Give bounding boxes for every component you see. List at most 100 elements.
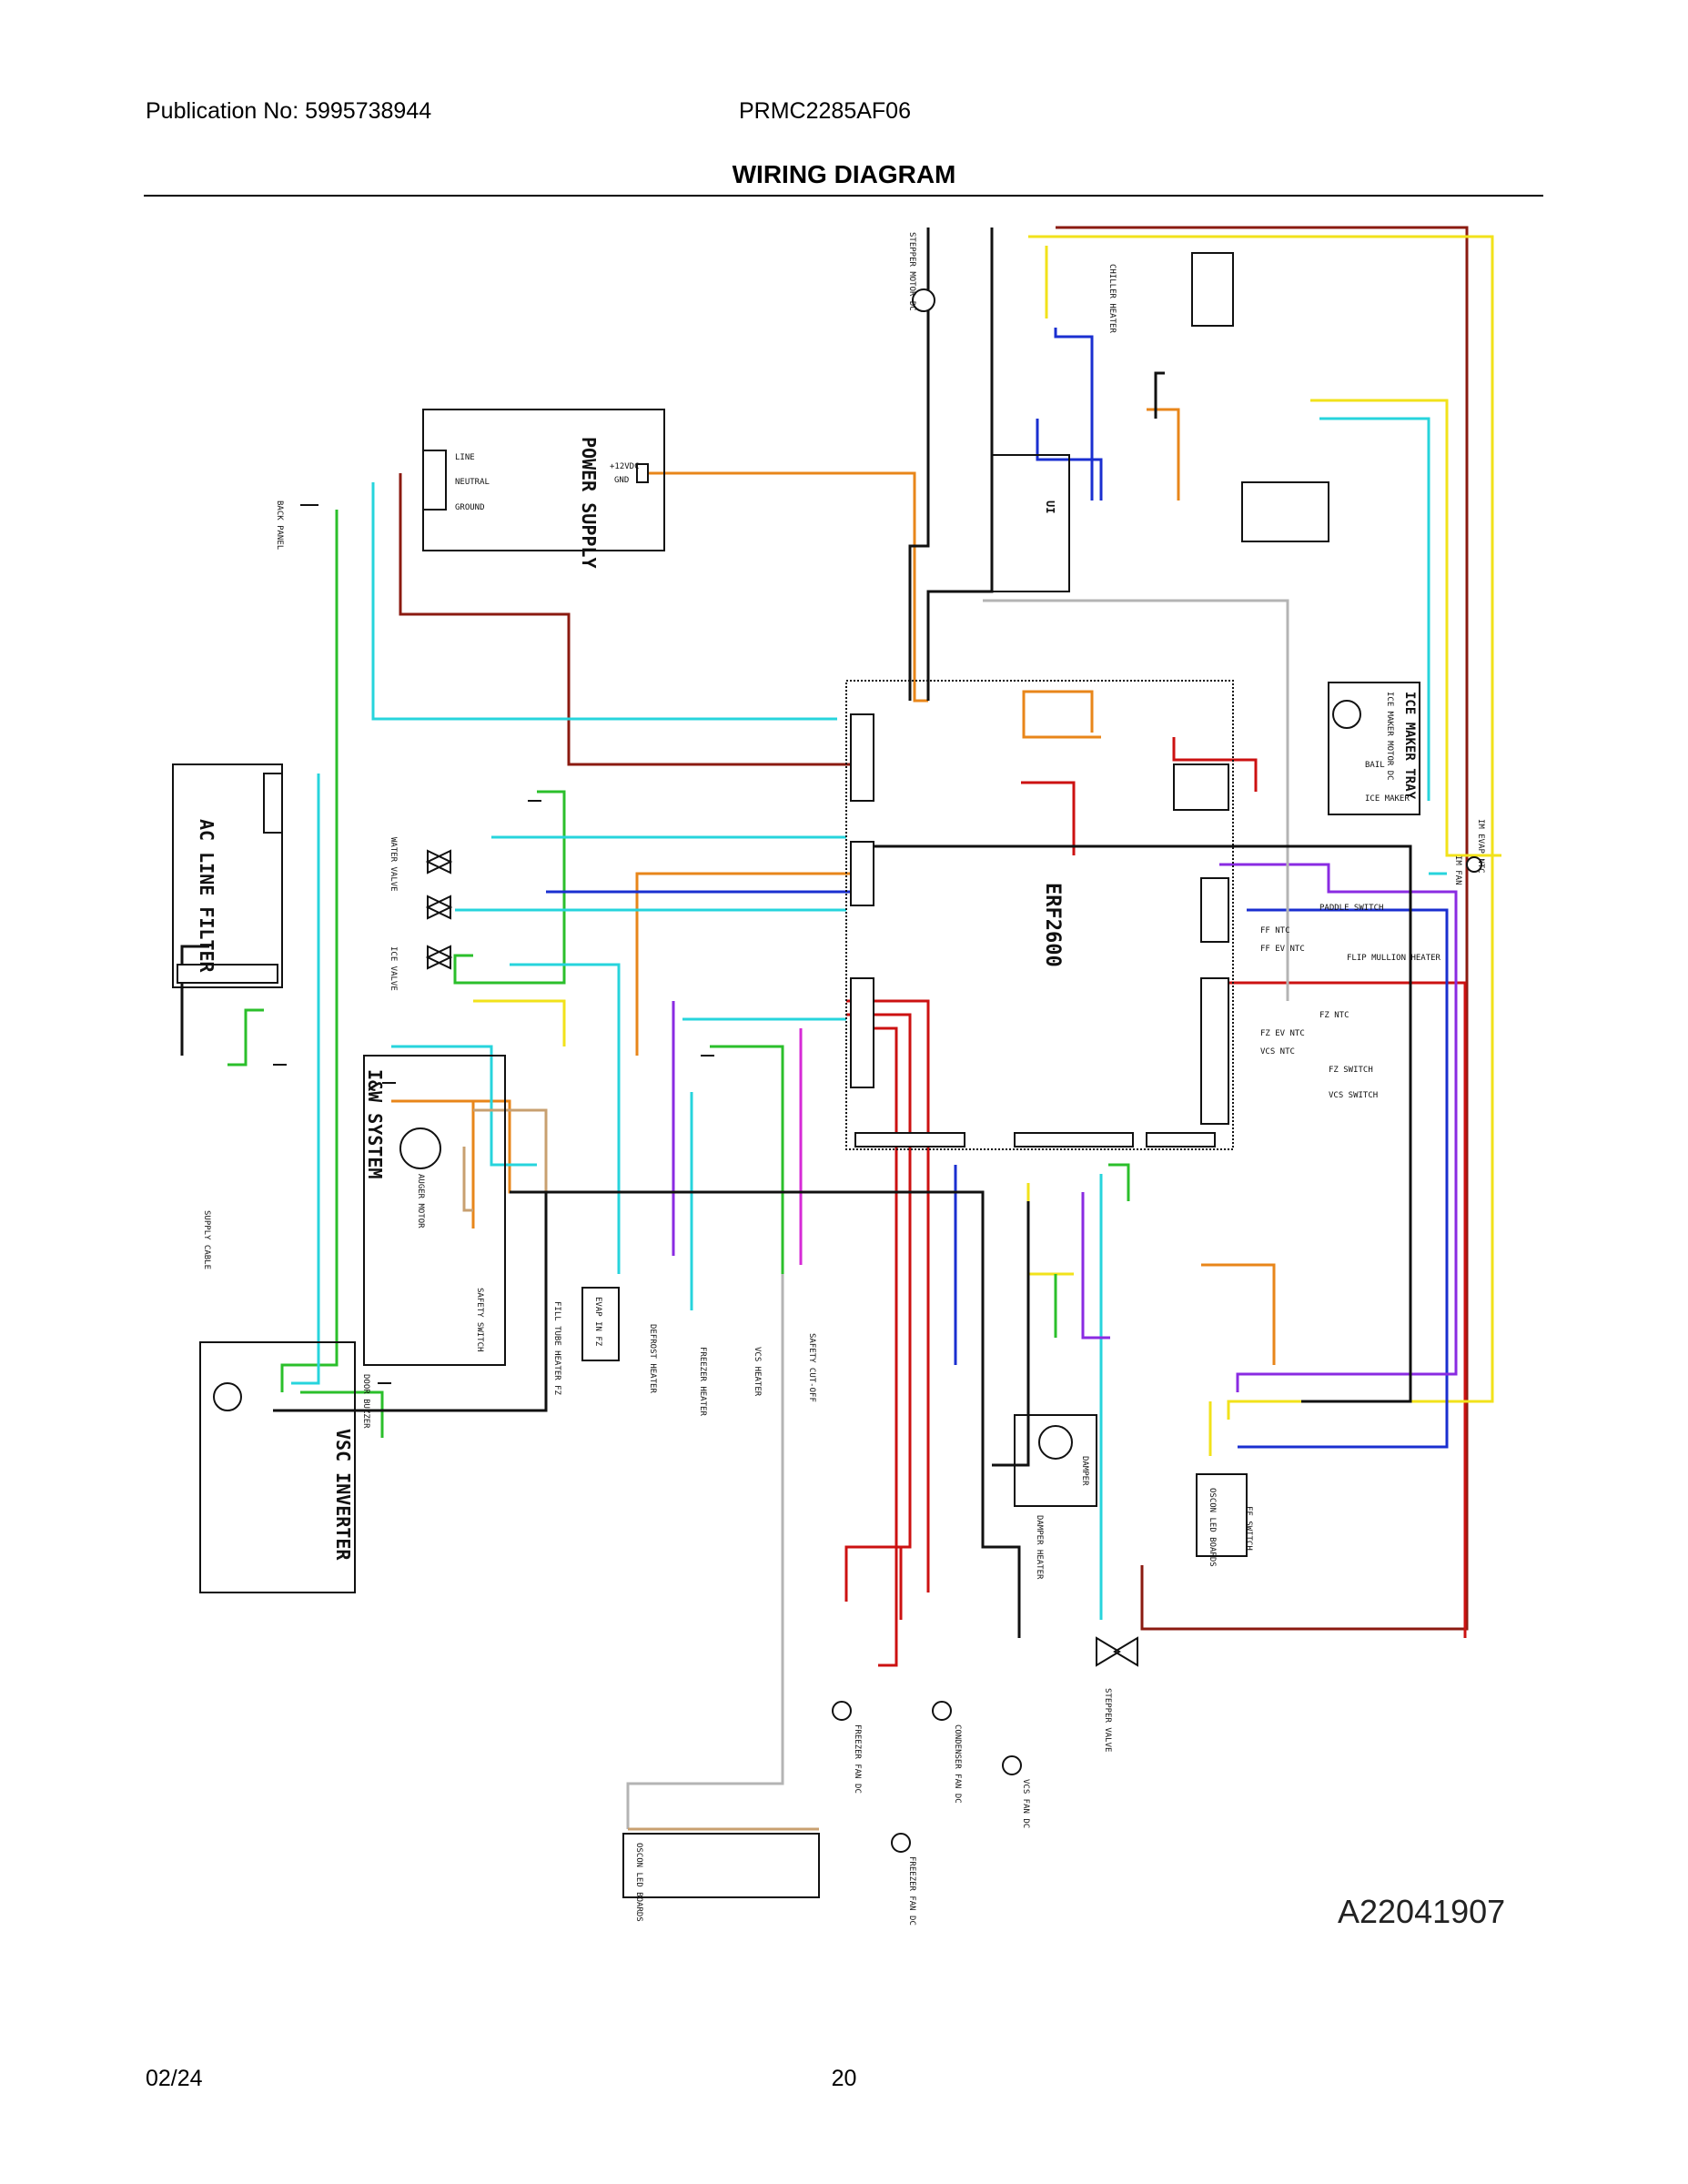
auger-motor-label: AUGER MOTOR bbox=[416, 1174, 425, 1228]
vcs-fan-label: VCS FAN DC bbox=[1021, 1779, 1030, 1828]
fz-ev-ntc-label: FZ EV NTC bbox=[1260, 1029, 1305, 1038]
wire-blue bbox=[546, 890, 957, 1365]
wire-cyan bbox=[455, 835, 846, 912]
iw-system-block bbox=[363, 1055, 506, 1366]
wire-green bbox=[280, 510, 339, 1392]
chiller-heater-label: CHILLER HEATER bbox=[1107, 264, 1117, 333]
filter-j2-connector bbox=[177, 964, 278, 984]
wire-red bbox=[1172, 737, 1467, 1638]
damper-heater-label: DAMPER HEATER bbox=[1035, 1515, 1044, 1580]
water-valve-icon bbox=[425, 895, 453, 920]
wire-black bbox=[180, 945, 209, 1056]
board-right-connector bbox=[1200, 877, 1229, 943]
freezer-fan-dc-label: FREEZER FAN DC bbox=[907, 1856, 916, 1926]
gnd-label: GND bbox=[614, 476, 629, 485]
condenser-fan-icon bbox=[932, 1701, 952, 1721]
bail-label: BAIL bbox=[1365, 761, 1385, 770]
water-valve-label: WATER VALVE bbox=[389, 837, 398, 892]
stepper-valve-icon bbox=[1096, 1636, 1138, 1667]
board-bottom-connector-2 bbox=[1014, 1132, 1134, 1148]
publication-number: Publication No: 5995738944 bbox=[146, 98, 432, 124]
ice-valve-label: ICE VALVE bbox=[389, 946, 398, 991]
vcs-switch-label: VCS SWITCH bbox=[1329, 1091, 1378, 1100]
vcs-heater-label: VCS HEATER bbox=[753, 1347, 762, 1397]
ice-maker-tray-block bbox=[1328, 682, 1420, 815]
iw-system-label: I&W SYSTEM bbox=[364, 1069, 386, 1178]
inverter-knob-icon bbox=[213, 1382, 242, 1411]
led-boards-label: OSCON LED BOARDS bbox=[634, 1843, 643, 1922]
condenser-fan-label: CONDENSER FAN DC bbox=[953, 1724, 962, 1804]
freezer-fan-dc-icon bbox=[891, 1833, 911, 1853]
wire-red bbox=[855, 1026, 898, 1667]
evap-heater-label: EVAP IN FZ bbox=[593, 1297, 602, 1347]
ice-maker-tray-label: ICE MAKER TRAY bbox=[1402, 692, 1417, 800]
ui-label: UI bbox=[1044, 500, 1056, 513]
publication-date: 02/24 bbox=[146, 2066, 203, 2091]
safety-switch-label: SAFETY SWITCH bbox=[475, 1288, 484, 1351]
page-title: WIRING DIAGRAM bbox=[732, 160, 956, 188]
freezer-fan-icon bbox=[832, 1701, 852, 1721]
wire-purple bbox=[672, 1001, 1110, 1340]
wire-yellow bbox=[1028, 235, 1494, 1420]
stepper-motor-icon bbox=[912, 288, 935, 312]
wire-red bbox=[899, 781, 1076, 1620]
power-supply-label: POWER SUPPLY bbox=[578, 437, 600, 569]
plus12vdc-label: +12VDC bbox=[610, 462, 640, 471]
wire-green bbox=[227, 1008, 264, 1067]
ff-led-boards-label: OSCON LED BOARDS bbox=[1208, 1488, 1217, 1567]
wire-purple bbox=[1219, 863, 1458, 1392]
wire-black bbox=[546, 1190, 1021, 1638]
wire-red bbox=[844, 999, 930, 1602]
ground-label: GROUND bbox=[455, 503, 485, 512]
board-top-connector bbox=[1173, 763, 1229, 811]
wire-orange bbox=[642, 471, 928, 703]
wire-black bbox=[273, 371, 1165, 1412]
stepper-valve-label: STEPPER VALVE bbox=[1103, 1688, 1112, 1752]
wire-gray bbox=[983, 599, 1289, 1001]
im-evap-ntc-label: IM EVAP NTC bbox=[1476, 819, 1485, 874]
ice-maker-motor-icon bbox=[1332, 700, 1361, 729]
board-power-connector bbox=[850, 713, 874, 802]
wire-blue bbox=[1238, 908, 1449, 1449]
neutral-label: NEUTRAL bbox=[455, 478, 490, 487]
im-fan-icon bbox=[1466, 856, 1482, 873]
im-fan-label: IM FAN bbox=[1453, 855, 1462, 885]
fz-ntc-label: FZ NTC bbox=[1319, 1011, 1349, 1020]
board-bottom-connector-3 bbox=[1146, 1132, 1216, 1148]
right-display-board bbox=[1241, 481, 1329, 542]
vcs-fan-icon bbox=[1002, 1755, 1022, 1775]
board-bottom-connector-1 bbox=[854, 1132, 965, 1148]
wire-cyan bbox=[391, 963, 621, 1274]
safety-cut-off-label: SAFETY CUT-OFF bbox=[807, 1333, 816, 1402]
wire-orange bbox=[1201, 1263, 1276, 1365]
freezer-fan-label: FREEZER FAN DC bbox=[853, 1724, 862, 1794]
vcs-ntc-label: VCS NTC bbox=[1260, 1047, 1295, 1057]
wire-black bbox=[908, 228, 994, 701]
evap-heater-block bbox=[581, 1287, 620, 1361]
auger-motor-icon bbox=[399, 1127, 441, 1169]
line-label: LINE bbox=[455, 453, 475, 462]
main-board-label: ERF2600 bbox=[1041, 883, 1064, 967]
damper-block bbox=[1014, 1414, 1097, 1507]
fz-switch-label: FZ SWITCH bbox=[1329, 1066, 1373, 1075]
ff-ntc-label: FF NTC bbox=[1260, 926, 1290, 935]
page-number: 20 bbox=[831, 2066, 857, 2091]
vsc-inverter-label: VSC INVERTER bbox=[332, 1429, 354, 1561]
j2-connector bbox=[636, 463, 649, 483]
filter-j1-connector bbox=[263, 773, 283, 834]
wire-cyan bbox=[1319, 417, 1447, 875]
wire-orange bbox=[635, 872, 855, 1056]
board-relay-connector-2 bbox=[850, 977, 874, 1088]
ff-led-board bbox=[1196, 1473, 1248, 1557]
ground-icon bbox=[273, 504, 714, 1384]
stepper-motor-label: STEPPER MOTOR DC bbox=[907, 232, 916, 311]
wire-green bbox=[300, 1045, 784, 1438]
water-valve-icon bbox=[425, 945, 453, 970]
wire-green bbox=[1054, 1163, 1130, 1338]
j1-connector bbox=[422, 450, 447, 511]
wire-green bbox=[453, 790, 566, 985]
ice-maker-motor-label: ICE MAKER MOTOR DC bbox=[1385, 692, 1394, 781]
model-number: PRMC2285AF06 bbox=[739, 98, 911, 124]
ff-ev-ntc-label: FF EV NTC bbox=[1260, 945, 1305, 954]
